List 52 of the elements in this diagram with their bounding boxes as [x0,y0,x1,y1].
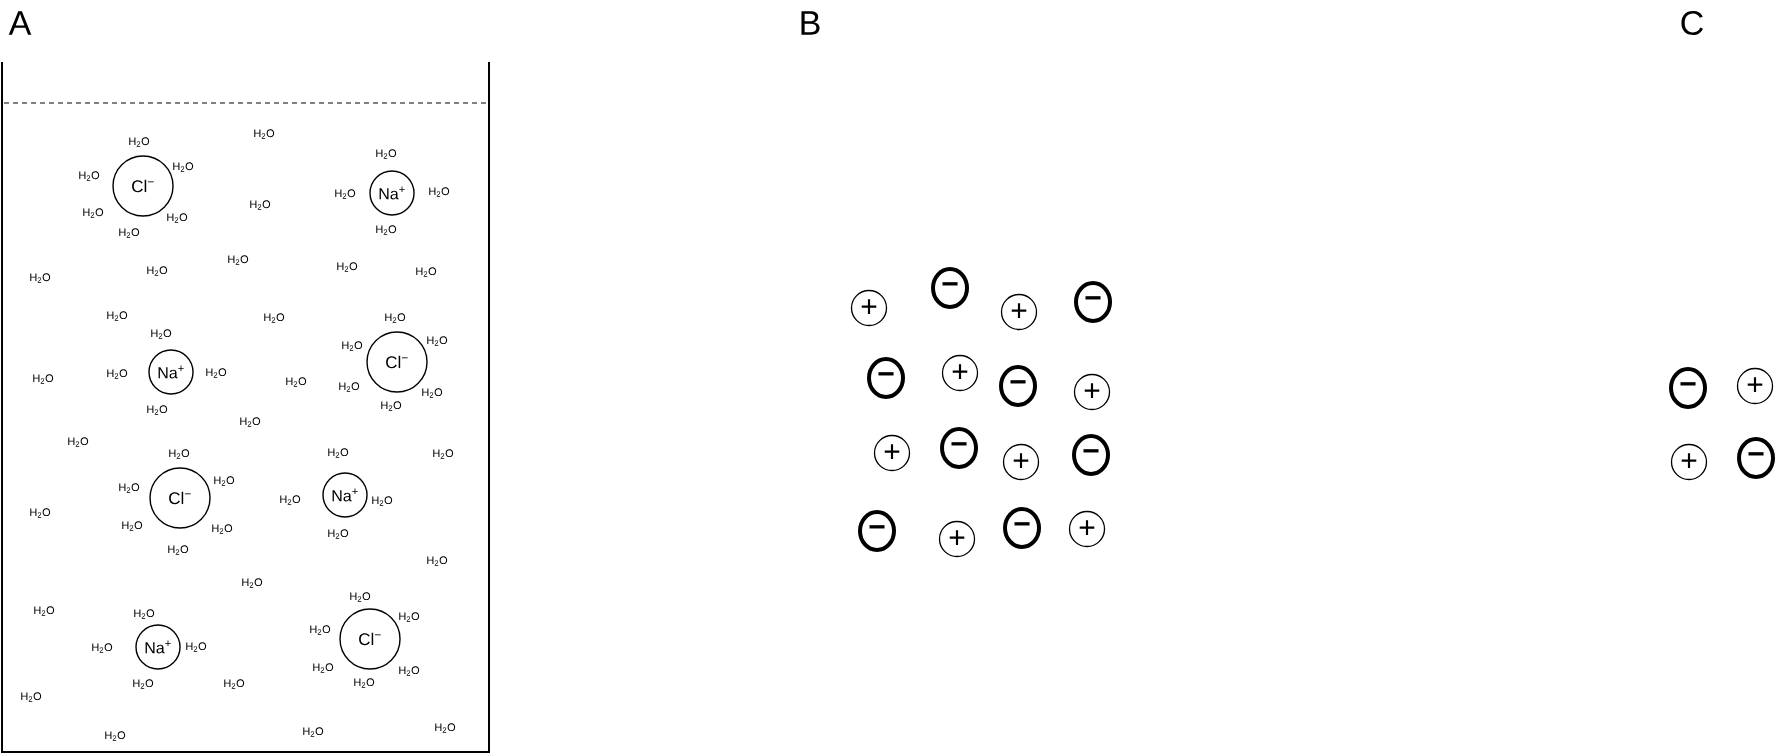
molecule-label: H$_{2}$O [83,208,104,218]
molecule-label: H$_{2}$O [303,727,324,737]
molecule-label: H$_{2}$O [107,311,128,321]
molecule-label: H$_{2}$O [68,437,89,447]
molecule-label: H$_{2}$O [122,521,143,531]
molecule-label: H$_{2}$O [433,449,454,459]
molecule-label: H$_{2}$O [224,679,245,689]
molecule-label: H$_{2}$O [168,545,189,555]
molecule-label: H$_{2}$O [399,612,420,622]
molecule-label: H$_{2}$O [240,417,261,427]
molecule-label: H$_{2}$O [250,200,271,210]
molecule-label: H$_{2}$O [147,266,168,276]
molecule-label: H$_{2}$O [286,377,307,387]
molecule-label: H$_{2}$O [335,189,356,199]
molecule-label: H$_{2}$O [429,187,450,197]
molecule-label: H$_{2}$O [310,625,331,635]
molecule-label: H$_{2}$O [206,368,227,378]
molecule-label: H$_{2}$O [133,679,154,689]
molecule-label: H$_{2}$O [254,129,275,139]
molecule-label: H$_{2}$O [376,225,397,235]
molecule-label: H$_{2}$O [79,171,100,181]
molecule-label: H$_{2}$O [328,448,349,458]
molecule-label: H$_{2}$O [228,255,249,265]
molecule-label: H$_{2}$O [92,643,113,653]
molecule-label: H$_{2}$O [280,495,301,505]
molecule-label: H$_{2}$O [30,508,51,518]
molecule-label: H$_{2}$O [34,606,55,616]
molecule-label: H$_{2}$O [151,329,172,339]
panel-letter: B [801,11,820,35]
molecule-label: H$_{2}$O [416,267,437,277]
molecule-label: H$_{2}$O [212,524,233,534]
molecule-label: H$_{2}$O [21,692,42,702]
molecule-label: H$_{2}$O [105,731,126,741]
molecule-label: H$_{2}$O [264,313,285,323]
molecule-label: H$_{2}$O [337,262,358,272]
molecule-label: H$_{2}$O [399,666,420,676]
molecule-label: H$_{2}$O [30,273,51,283]
molecule-label: H$_{2}$O [242,578,263,588]
molecule-label: H$_{2}$O [119,228,140,238]
molecule-label: H$_{2}$O [313,663,334,673]
panel-letter: C [1681,10,1703,36]
molecule-label: H$_{2}$O [328,529,349,539]
molecule-label: H$_{2}$O [173,162,194,172]
molecule-label: H$_{2}$O [119,483,140,493]
molecule-label: H$_{2}$O [107,369,128,379]
panel-letter: A [8,11,32,35]
molecule-label: H$_{2}$O [147,405,168,415]
molecule-label: H$_{2}$O [427,336,448,346]
molecule-label: H$_{2}$O [427,556,448,566]
molecule-label: H$_{2}$O [33,374,54,384]
molecule-label: H$_{2}$O [376,149,397,159]
molecule-label: H$_{2}$O [435,723,456,733]
